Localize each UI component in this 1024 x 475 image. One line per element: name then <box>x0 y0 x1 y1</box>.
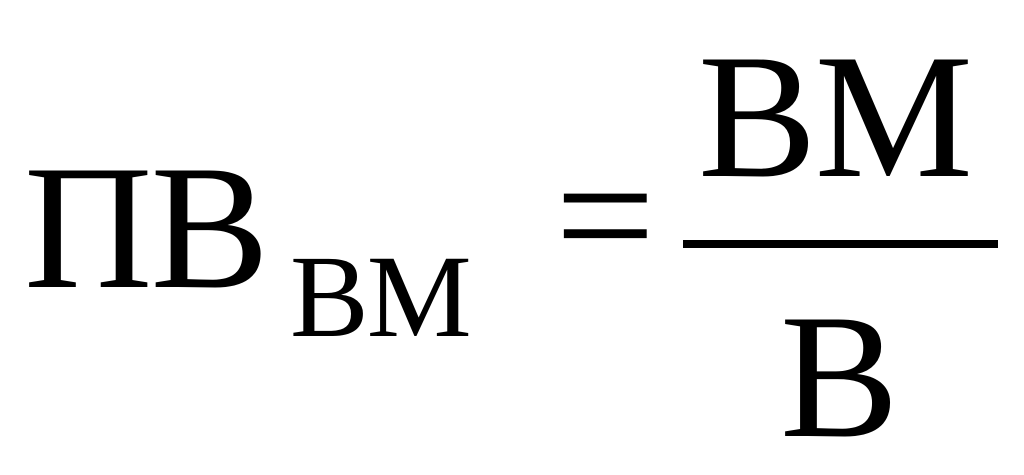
fraction-denominator: В <box>780 277 899 475</box>
lhs-subscript: ВМ <box>290 231 472 362</box>
fraction-numerator: ВМ <box>698 17 973 215</box>
equals-sign: = <box>555 116 656 314</box>
lhs-symbol: ПВ <box>24 128 269 326</box>
fraction-bar <box>683 240 998 248</box>
